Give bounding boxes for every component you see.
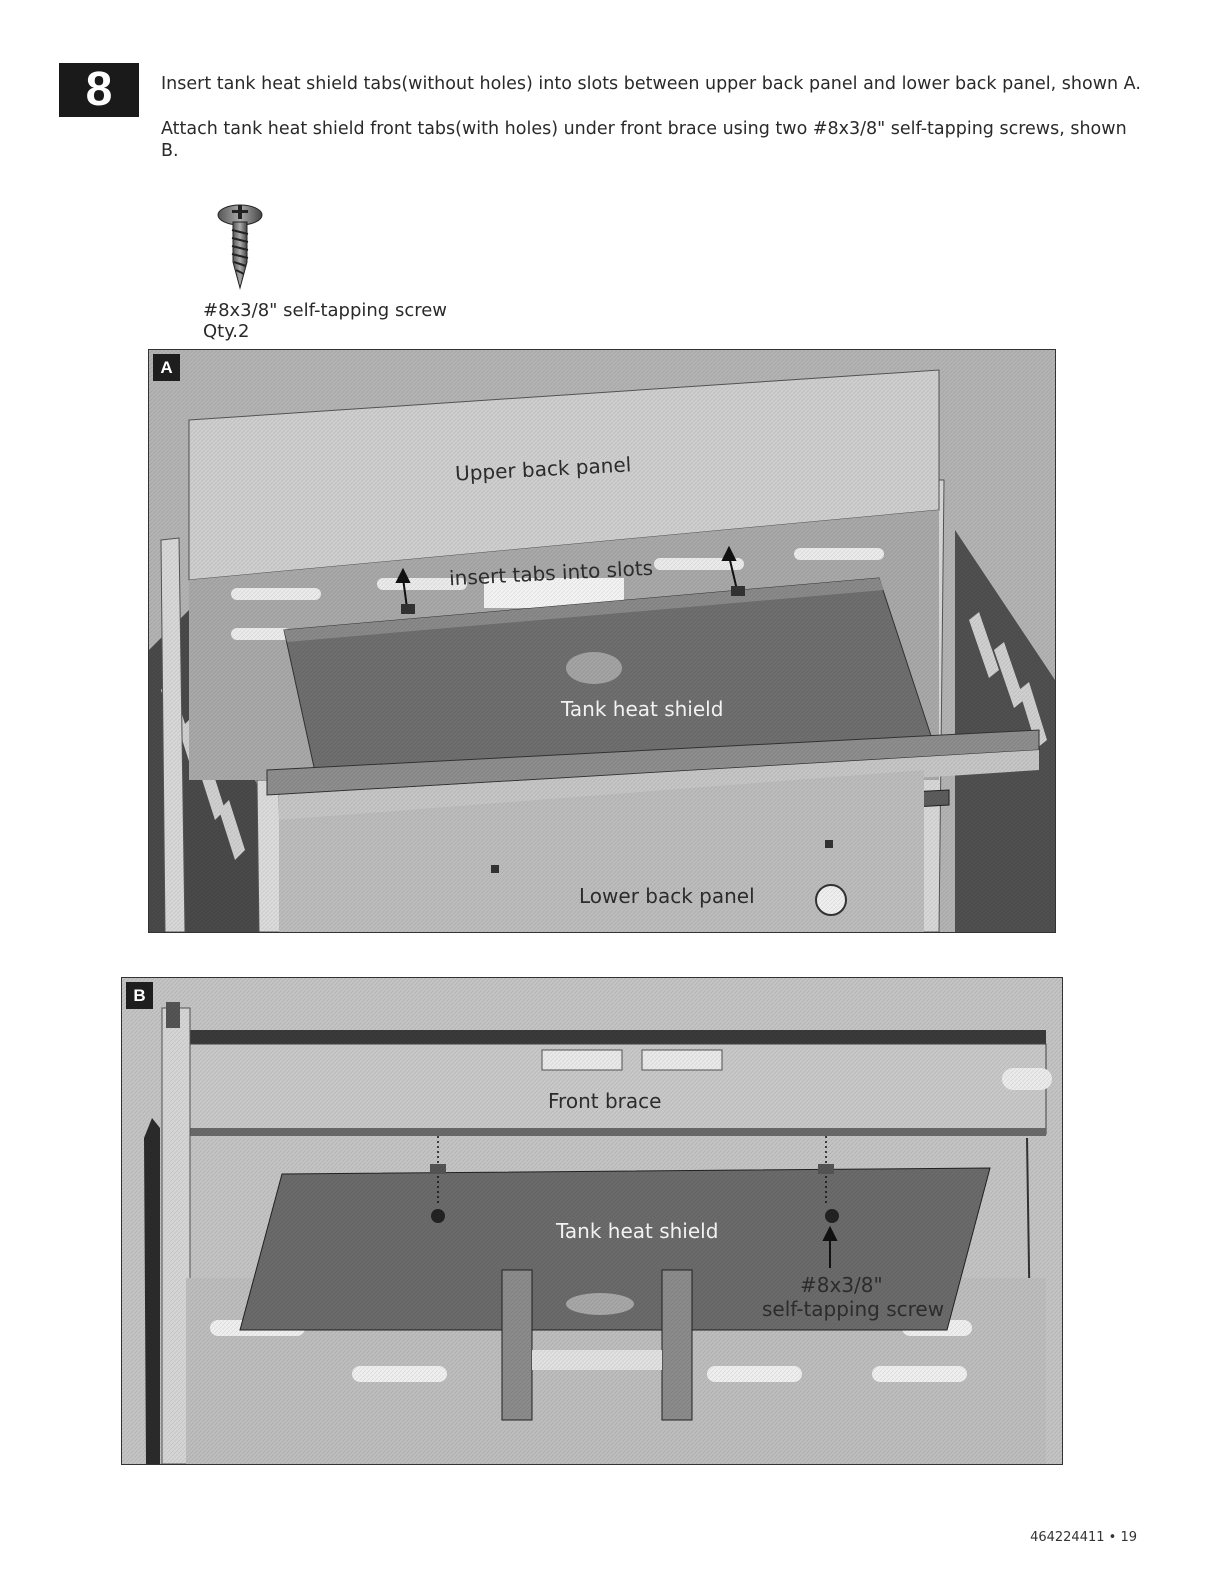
figure-a-drawing <box>149 350 1055 932</box>
screw-callout-line2: self-tapping screw <box>762 1297 945 1321</box>
figure-b-label: B <box>126 982 153 1009</box>
front-brace-callout: Front brace <box>548 1089 662 1113</box>
figure-b: B Front brace Tank heat shield #8x3/8" s… <box>121 977 1063 1465</box>
screw-quantity: Qty.2 <box>203 321 250 342</box>
instruction-b-text: Attach tank heat shield front tabs(with … <box>161 119 1127 161</box>
page-number: 464224411 • 19 <box>1030 1530 1137 1545</box>
screw-caption: #8x3/8" self-tapping screw Qty.2 <box>203 300 447 342</box>
screw-icon <box>217 204 263 290</box>
step-number: 8 <box>85 63 113 116</box>
tank-heat-shield-b-callout: Tank heat shield <box>556 1219 719 1243</box>
figure-a-label: A <box>153 354 180 381</box>
lower-back-panel-callout: Lower back panel <box>579 884 755 908</box>
instruction-a-text: Insert tank heat shield tabs(without hol… <box>161 74 1141 94</box>
tank-heat-shield-callout: Tank heat shield <box>561 697 724 721</box>
figure-b-drawing <box>122 978 1062 1464</box>
screw-name: #8x3/8" self-tapping screw <box>203 300 448 321</box>
screw-callout-line1: #8x3/8" <box>800 1273 883 1297</box>
figure-a: A Upper back panel insert tabs into slot… <box>148 349 1056 933</box>
step-number-badge: 8 <box>59 63 139 117</box>
